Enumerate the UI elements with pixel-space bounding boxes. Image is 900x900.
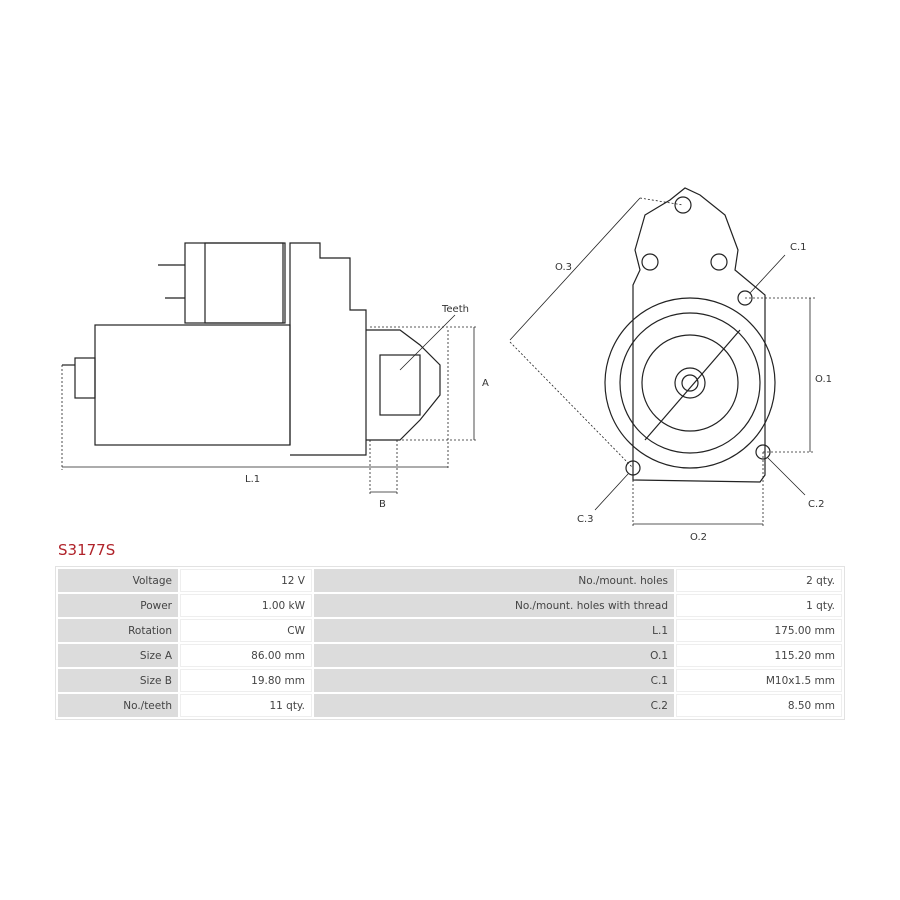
label-o1: O.1 [815,374,832,385]
spec-value: CW [180,619,312,642]
front-dimension-arrows [509,197,811,525]
spec-value: 11 qty. [180,694,312,717]
label-c2: C.2 [808,499,825,510]
spec-label: No./teeth [58,694,178,717]
label-c1: C.1 [790,242,807,253]
spec-value: M10x1.5 mm [676,669,842,692]
spec-label: Voltage [58,569,178,592]
spec-value: 175.00 mm [676,619,842,642]
spec-value: 115.20 mm [676,644,842,667]
side-view [62,242,441,456]
spec-label: Power [58,594,178,617]
spec-value: 86.00 mm [180,644,312,667]
product-code: S3177S [58,541,116,559]
label-b: B [379,499,386,510]
spec-label: Size A [58,644,178,667]
spec-value: 19.80 mm [180,669,312,692]
front-view [604,187,776,483]
spec-label: C.2 [314,694,674,717]
side-dimension-lines [61,326,478,495]
side-dimension-arrows [62,314,475,493]
spec-label: Rotation [58,619,178,642]
front-dimension-lines [509,197,815,528]
spec-label: No./mount. holes with thread [314,594,674,617]
spec-value: 1 qty. [676,594,842,617]
spec-label: No./mount. holes [314,569,674,592]
spec-value: 12 V [180,569,312,592]
starter-motor-drawing: Teeth A L.1 B O.3 C.1 O.1 C.2 C.3 O.2 [61,187,832,540]
spec-label: O.1 [314,644,674,667]
label-teeth: Teeth [441,304,469,315]
label-o3: O.3 [555,262,572,273]
spec-label: Size B [58,669,178,692]
spec-value: 8.50 mm [676,694,842,717]
label-a: A [482,378,489,389]
spec-value: 2 qty. [676,569,842,592]
label-c3: C.3 [577,514,594,525]
spec-label: C.1 [314,669,674,692]
label-o2: O.2 [690,532,707,540]
spec-value: 1.00 kW [180,594,312,617]
spec-label: L.1 [314,619,674,642]
label-l1: L.1 [245,474,260,485]
